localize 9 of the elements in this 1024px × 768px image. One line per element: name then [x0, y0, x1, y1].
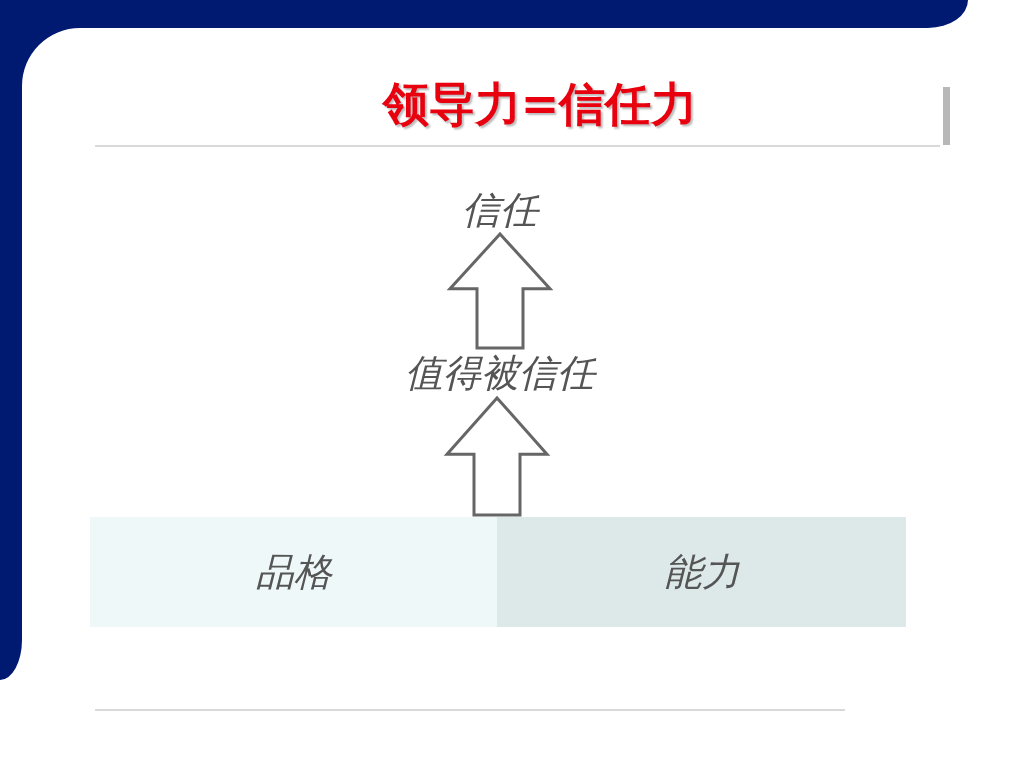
- band: [497, 517, 906, 627]
- band: [90, 517, 497, 627]
- node-label: 信任: [462, 191, 538, 229]
- block-arrow: [443, 395, 551, 517]
- title: 领导力=信任力: [381, 76, 699, 132]
- node-label: 品格: [255, 553, 332, 591]
- block-arrow: [446, 231, 554, 350]
- node-label: 能力: [663, 553, 740, 591]
- node-label: 值得被信任: [405, 354, 595, 392]
